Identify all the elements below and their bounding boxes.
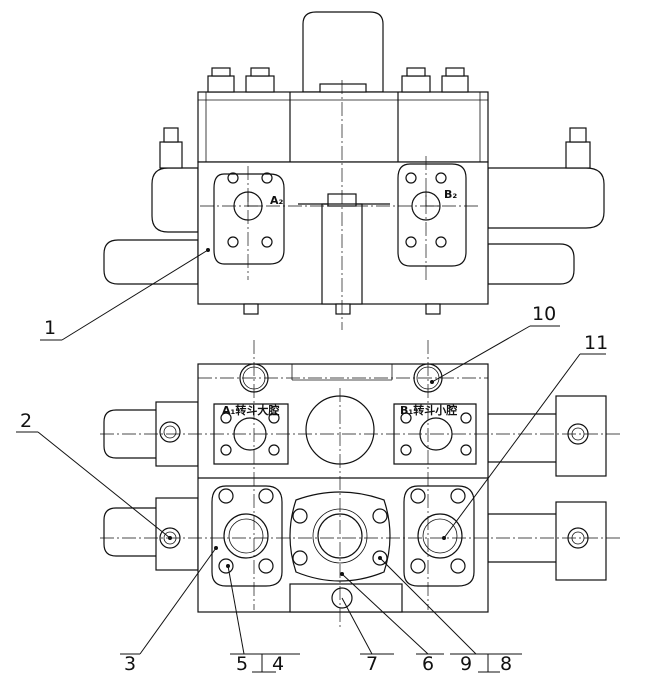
callout-4: 4: [272, 653, 284, 675]
top-view: [103, 11, 605, 330]
port-label-b1: B₁转斗小腔: [400, 403, 457, 417]
callout-10: 10: [532, 303, 556, 325]
flange-b2: [397, 163, 467, 267]
flange-lower-right: [403, 485, 475, 587]
callout-3: 3: [124, 653, 136, 675]
side-fittings-top: [151, 127, 605, 233]
callout-2: 2: [20, 410, 32, 432]
port-label-b2: B₂: [444, 188, 457, 201]
callout-1: 1: [44, 317, 56, 339]
callout-6: 6: [422, 653, 434, 675]
front-view: [100, 340, 620, 630]
callout-7: 7: [366, 653, 378, 675]
callout-11: 11: [584, 332, 608, 354]
flange-a2: [213, 172, 285, 265]
flange-center: [289, 491, 391, 582]
callout-5: 5: [236, 653, 248, 675]
side-bolt-upper-left: [159, 421, 181, 443]
port-label-a2: A₂: [270, 194, 284, 207]
callout-9: 9: [460, 653, 472, 675]
flange-lower-left: [211, 485, 283, 587]
leader-lines: [16, 248, 606, 673]
callout-8: 8: [500, 653, 512, 675]
top-screws: [207, 67, 469, 93]
port-label-a1: A₁转斗大腔: [222, 403, 279, 417]
